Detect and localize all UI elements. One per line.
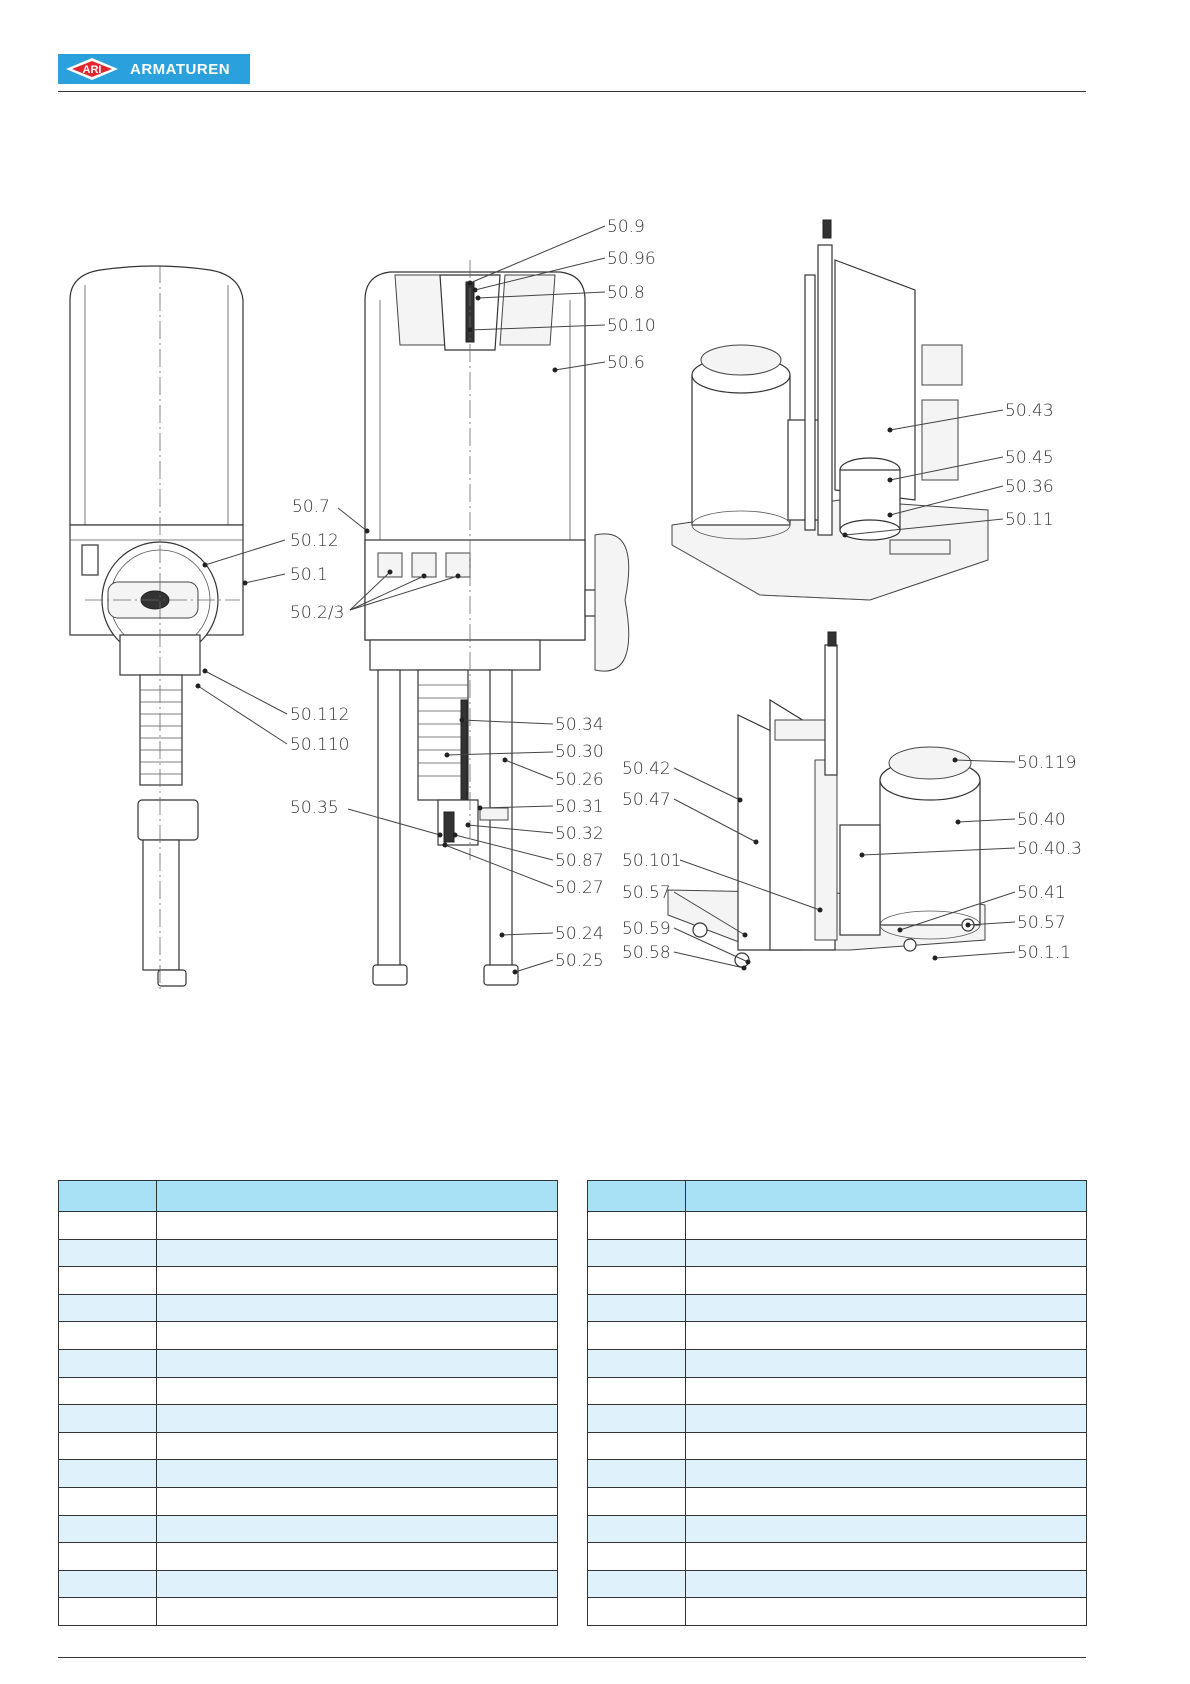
logo-text: ARMATUREN xyxy=(130,60,231,78)
table-row xyxy=(58,1376,558,1406)
side-view xyxy=(364,260,630,986)
table-row xyxy=(587,1404,1087,1433)
table-row xyxy=(587,1514,1087,1544)
callout-50-45: 50.45 xyxy=(1005,448,1054,468)
table-row xyxy=(587,1459,1087,1488)
table-row xyxy=(58,1514,558,1544)
table-row xyxy=(58,1404,558,1433)
callout-50-25: 50.25 xyxy=(555,951,604,971)
table-header-row xyxy=(58,1180,558,1212)
callout-labels: 50.9 50.96 50.8 50.10 50.6 50.7 50.12 50… xyxy=(290,217,1082,971)
callout-50-31: 50.31 xyxy=(555,797,604,817)
callout-50-1-1: 50.1.1 xyxy=(1017,943,1071,963)
callout-50-9: 50.9 xyxy=(607,217,645,237)
table-header-cell xyxy=(685,1180,1087,1212)
callout-50-11: 50.11 xyxy=(1005,510,1054,530)
callout-50-32: 50.32 xyxy=(555,824,604,844)
callout-50-40: 50.40 xyxy=(1017,810,1066,830)
table-row xyxy=(587,1486,1087,1516)
table-row xyxy=(58,1293,558,1323)
table-row xyxy=(58,1266,558,1295)
table-row xyxy=(587,1266,1087,1295)
callout-50-8: 50.8 xyxy=(607,283,645,303)
table-row xyxy=(58,1238,558,1268)
callout-50-43: 50.43 xyxy=(1005,401,1054,421)
table-row xyxy=(587,1348,1087,1378)
ari-logo-mark: ARI xyxy=(66,58,118,80)
callout-50-57-right: 50.57 xyxy=(1017,913,1066,933)
callout-leaders xyxy=(195,225,1016,975)
table-header-cell xyxy=(587,1180,686,1212)
upper-3d-view xyxy=(671,219,989,601)
actuator-exploded-drawing: 50.9 50.96 50.8 50.10 50.6 50.7 50.12 50… xyxy=(69,217,1082,990)
table-row xyxy=(58,1542,558,1571)
table-header-cell xyxy=(156,1180,558,1212)
callout-50-57-left: 50.57 xyxy=(622,883,671,903)
lower-3d-view xyxy=(667,631,986,968)
table-row xyxy=(587,1376,1087,1406)
callout-50-47: 50.47 xyxy=(622,790,671,810)
footer-rule xyxy=(58,1657,1086,1658)
table-row xyxy=(587,1238,1087,1268)
callout-50-101: 50.101 xyxy=(622,851,681,871)
table-row xyxy=(58,1597,558,1626)
callout-50-87: 50.87 xyxy=(555,851,604,871)
callout-50-112: 50.112 xyxy=(290,705,349,725)
table-row xyxy=(58,1486,558,1516)
front-bellows xyxy=(139,674,183,786)
header-rule xyxy=(58,91,1086,92)
company-logo: ARI ARMATUREN xyxy=(58,54,250,84)
table-header-row xyxy=(587,1180,1087,1212)
callout-50-24: 50.24 xyxy=(555,924,604,944)
table-row xyxy=(587,1542,1087,1571)
svg-text:ARI: ARI xyxy=(83,64,102,76)
callout-50-42: 50.42 xyxy=(622,759,671,779)
table-header-cell xyxy=(58,1180,157,1212)
table-row xyxy=(58,1211,558,1240)
callout-50-27: 50.27 xyxy=(555,878,604,898)
front-view xyxy=(69,265,244,990)
table-row xyxy=(587,1431,1087,1461)
callout-50-10: 50.10 xyxy=(607,316,656,336)
callout-50-1: 50.1 xyxy=(290,565,328,585)
callout-50-58: 50.58 xyxy=(622,943,671,963)
callout-50-36: 50.36 xyxy=(1005,477,1054,497)
table-row xyxy=(58,1459,558,1488)
table-row xyxy=(587,1293,1087,1323)
callout-50-96: 50.96 xyxy=(607,249,656,269)
callout-50-35: 50.35 xyxy=(290,798,339,818)
callout-50-6: 50.6 xyxy=(607,353,645,373)
table-row xyxy=(58,1569,558,1599)
callout-50-12: 50.12 xyxy=(290,531,339,551)
callout-50-119: 50.119 xyxy=(1017,753,1076,773)
table-row xyxy=(587,1597,1087,1626)
callout-50-30: 50.30 xyxy=(555,742,604,762)
parts-table-right xyxy=(587,1180,1087,1626)
callout-50-34: 50.34 xyxy=(555,715,604,735)
table-row xyxy=(587,1569,1087,1599)
callout-50-7: 50.7 xyxy=(292,497,330,517)
parts-table-left xyxy=(58,1180,558,1626)
callout-50-2-3: 50.2/3 xyxy=(290,603,344,623)
table-row xyxy=(58,1348,558,1378)
callout-50-59: 50.59 xyxy=(622,919,671,939)
table-row xyxy=(587,1321,1087,1350)
table-row xyxy=(587,1211,1087,1240)
table-row xyxy=(58,1321,558,1350)
callout-50-26: 50.26 xyxy=(555,770,604,790)
callout-50-40-3: 50.40.3 xyxy=(1017,839,1082,859)
table-row xyxy=(58,1431,558,1461)
callout-50-110: 50.110 xyxy=(290,735,349,755)
side-bellows xyxy=(417,669,469,801)
callout-50-41: 50.41 xyxy=(1017,883,1066,903)
